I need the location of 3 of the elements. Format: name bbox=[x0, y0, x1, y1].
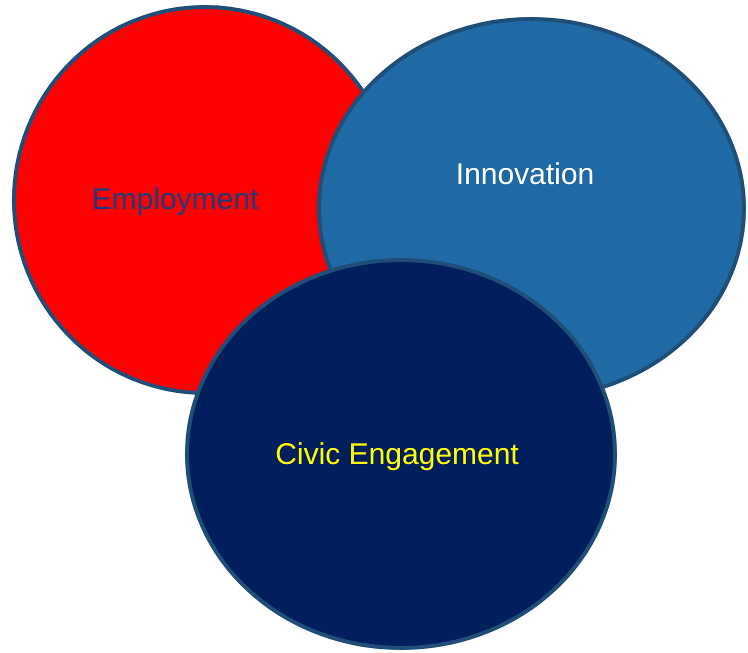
ellipse-label: Innovation bbox=[456, 158, 594, 192]
ellipse-label: Employment bbox=[92, 183, 258, 217]
ellipse-label: Civic Engagement bbox=[275, 438, 519, 472]
